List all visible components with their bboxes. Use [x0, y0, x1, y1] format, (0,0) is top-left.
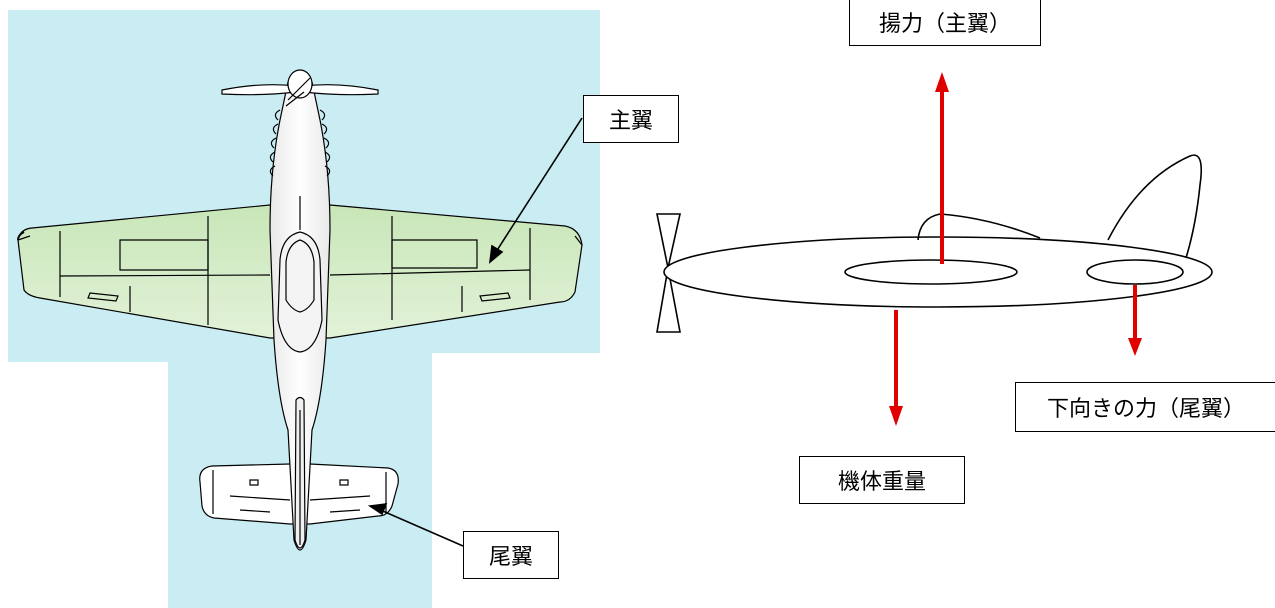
canopy — [277, 231, 323, 353]
aircraft-top-view — [17, 69, 583, 551]
main-wing-label: 主翼 — [583, 95, 679, 143]
force-diagram — [656, 154, 1213, 333]
tail-wing-label: 尾翼 — [463, 531, 559, 579]
lift-label: 揚力（主翼） — [849, 0, 1041, 46]
main-wing-ellipse — [844, 259, 1018, 285]
weight-label: 機体重量 — [799, 456, 965, 504]
label-pointers — [367, 117, 583, 547]
vertical-tail — [1107, 154, 1203, 259]
downforce-label: 下向きの力（尾翼） — [1015, 382, 1275, 432]
propeller-top-view — [221, 69, 379, 107]
fuselage-oval — [663, 236, 1213, 308]
force-arrows — [889, 72, 1142, 426]
tail-wing-ellipse — [1086, 259, 1184, 285]
